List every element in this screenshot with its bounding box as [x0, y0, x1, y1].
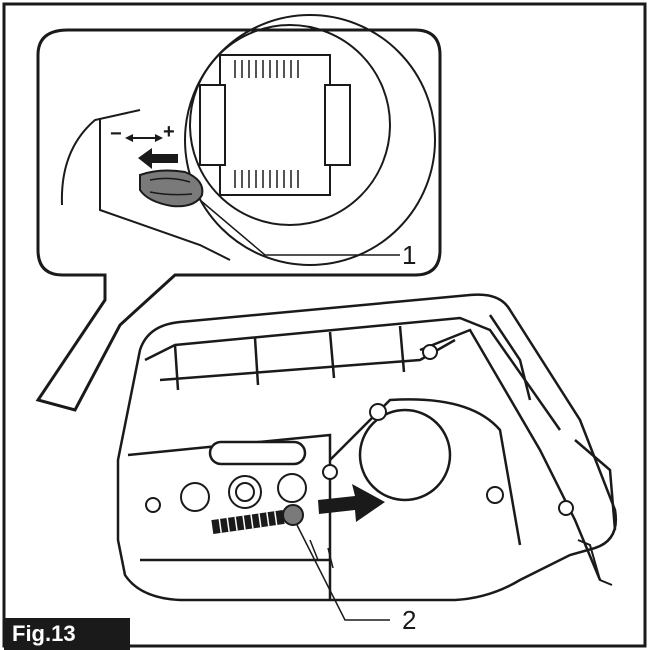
tension-adjust-arrow-icon [138, 148, 178, 169]
callout-2-leader [296, 524, 390, 621]
adjusting-bolt [211, 504, 304, 534]
scale-plus-mark: + [163, 121, 175, 143]
scale-minus-mark: − [110, 123, 122, 145]
adjusting-screw [139, 169, 204, 208]
push-direction-arrow-icon [318, 484, 385, 522]
callout-number-1: 1 [402, 240, 417, 270]
callout-1-leader [199, 199, 400, 256]
sprocket-cover [116, 293, 618, 602]
detail-inset [35, 14, 442, 412]
figure-label: Fig.13 [4, 618, 130, 650]
callout-number-2: 2 [402, 605, 417, 635]
